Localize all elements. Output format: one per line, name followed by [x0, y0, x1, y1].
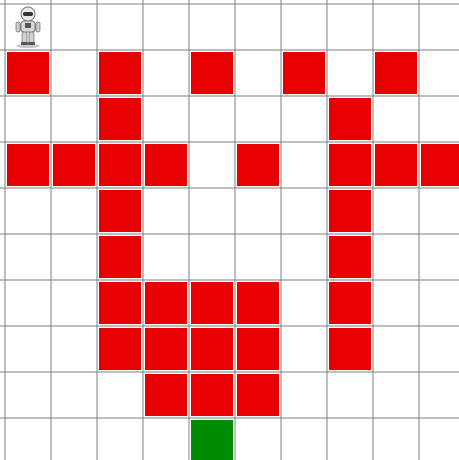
obstacle-cell [99, 98, 141, 140]
obstacle-cell [191, 282, 233, 324]
obstacle-cell [191, 374, 233, 416]
obstacle-cell [99, 190, 141, 232]
obstacle-cell [7, 144, 49, 186]
obstacle-cell [329, 282, 371, 324]
obstacle-cell [99, 144, 141, 186]
obstacle-cell [99, 236, 141, 278]
obstacle-cell [7, 52, 49, 94]
obstacle-cell [145, 144, 187, 186]
obstacle-cell [329, 236, 371, 278]
obstacle-cell [99, 282, 141, 324]
goal-layer [191, 420, 233, 460]
obstacle-cell [237, 374, 279, 416]
obstacle-cell [53, 144, 95, 186]
obstacle-cell [283, 52, 325, 94]
obstacle-cell [191, 52, 233, 94]
robot-icon [16, 7, 40, 48]
obstacle-cell [329, 328, 371, 370]
agent-layer [16, 7, 40, 48]
obstacle-cell [145, 374, 187, 416]
goal-cell [191, 420, 233, 460]
obstacle-cell [237, 282, 279, 324]
obstacle-cell [329, 144, 371, 186]
obstacle-cell [421, 144, 459, 186]
obstacle-cell [375, 52, 417, 94]
obstacle-cell [145, 328, 187, 370]
obstacle-cell [375, 144, 417, 186]
obstacle-cell [329, 98, 371, 140]
obstacle-cell [99, 52, 141, 94]
obstacle-cell [237, 328, 279, 370]
obstacle-cell [329, 190, 371, 232]
obstacle-cell [145, 282, 187, 324]
obstacle-cell [191, 328, 233, 370]
obstacle-cell [99, 328, 141, 370]
obstacle-cell [237, 144, 279, 186]
